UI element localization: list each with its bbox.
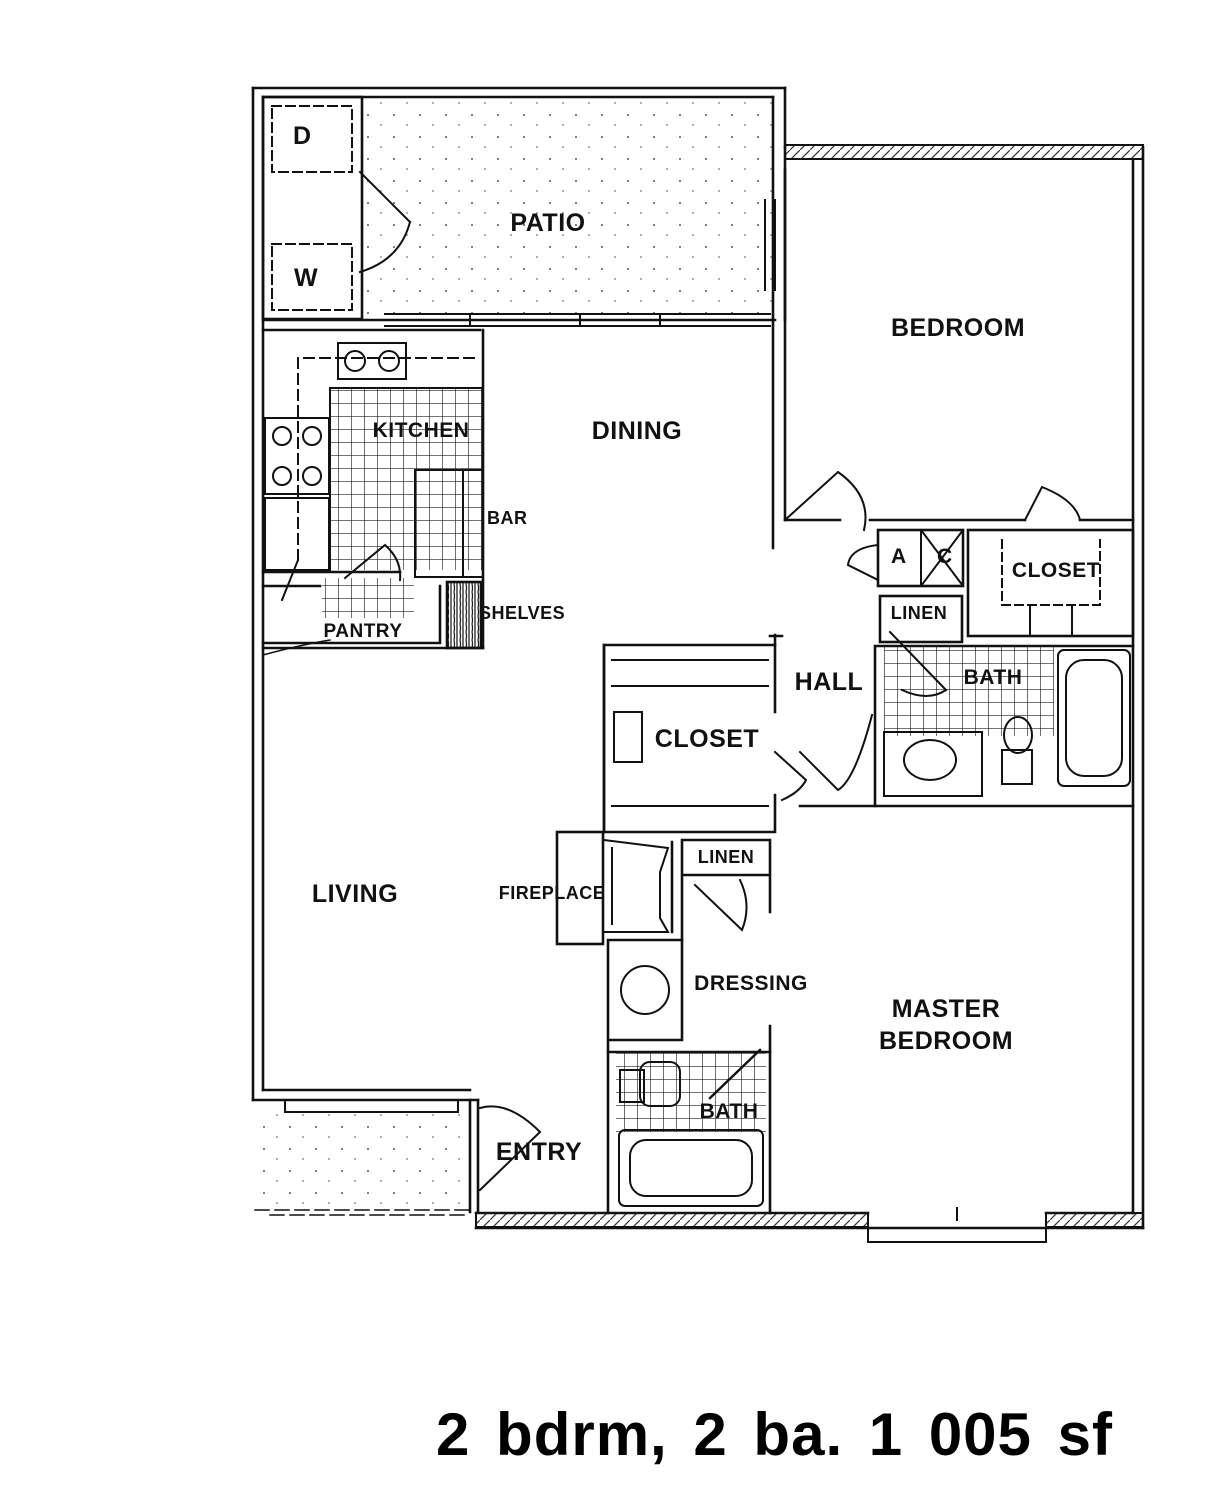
outer-wall-right [1131,145,1145,1230]
patio-window [764,199,776,291]
entry-wall [468,1098,480,1214]
lower-bathtub [618,1129,764,1207]
dressing-wall [606,938,684,1215]
stove [264,417,330,495]
living-label: LIVING [311,880,399,908]
bath-lower-label: BATH [699,1100,759,1123]
hall-wall-left [768,633,784,714]
ac-unit-x [919,528,965,588]
ac-door-swing [846,543,880,582]
bath-upper-label: BATH [963,666,1023,689]
pantry-tile-floor [322,578,414,618]
refrigerator [264,497,330,571]
pantry-wall [261,570,442,645]
exterior-wall-band-bottom-right [1045,1212,1144,1228]
outer-wall-bottom-living [251,1088,480,1102]
counter-dashed-outline [297,357,481,561]
linen-closet-upper [878,594,964,644]
bedroom-closet-door-swing [1023,485,1082,522]
dressing-label: DRESSING [694,972,808,995]
linen-upper-label: LINEN [890,603,948,623]
patio-slab [362,97,773,319]
linen-lower-label: LINEN [697,847,755,867]
bedroom-closet-label: CLOSET [1011,559,1101,582]
kitchen-door-swing [280,558,300,602]
laundry-door-swing [358,170,412,274]
main-closet-door [773,750,808,802]
porch-edge [254,1209,471,1216]
dryer-label: D [293,122,312,150]
master-label-line2: BEDROOM [878,1027,1014,1055]
bar-counter [414,469,484,578]
linen-lower-wall [680,838,772,942]
hall-door-right [798,713,874,792]
upper-bath-vanity [883,731,983,797]
outer-wall-top-left [251,86,787,99]
upper-bathtub [1057,649,1131,787]
dressing-sink [620,965,670,1015]
washer-label: W [294,264,319,292]
bedroom-wall-left [771,168,787,550]
kitchen-sink [337,342,407,380]
bedroom-closet [966,528,1135,638]
entry-door [478,1105,542,1192]
kitchen-label: KITCHEN [372,419,470,442]
exterior-wall-band-top [784,144,1144,160]
washer-box [271,243,353,311]
bedroom-door-swing [783,470,867,532]
hall-label: HALL [794,668,864,696]
patio-label: PATIO [510,209,586,237]
shelves-label: SHELVES [479,603,566,623]
kitchen-wall-top [261,318,777,332]
fireplace-box [602,838,670,933]
ac-a-label: A [891,545,907,568]
entry-label: ENTRY [495,1138,583,1166]
pantry-door-swing [343,543,402,582]
bedroom-label: BEDROOM [890,314,1026,342]
entry-porch [253,1112,468,1208]
outer-wall-left [251,86,265,1102]
main-closet-panel [613,711,643,763]
living-window [284,1099,459,1113]
fireplace-label: FIREPLACE [498,883,606,903]
unit-summary-caption: 2 bdrm, 2 ba. 1 005 sf [436,1401,1113,1468]
master-label-line1: MASTER [891,995,1001,1023]
dryer-box [271,105,353,173]
ac-c-label: C [937,545,953,568]
kitchen-tile-floor [330,388,482,570]
main-closet-shelf-top [611,659,769,687]
bar-label: BAR [487,508,528,528]
shelves [445,580,483,650]
upper-bath-wall [873,644,1135,808]
dining-label: DINING [591,417,683,445]
bottom-window [867,1212,1047,1243]
lower-toilet [639,1061,681,1107]
fireplace-hearth [555,830,605,946]
upper-bath-door [888,630,948,697]
pantry-door-line [262,639,331,656]
exterior-wall-band-bottom-left [475,1212,869,1228]
closet-label: CLOSET [654,725,760,753]
pantry-label: PANTRY [323,621,403,642]
lower-bath-door [708,1048,762,1100]
upper-toilet [1001,749,1033,785]
linen-lower-door [693,878,748,932]
bedroom-closet-shelf [1001,539,1101,606]
closet-rod [1029,604,1073,637]
